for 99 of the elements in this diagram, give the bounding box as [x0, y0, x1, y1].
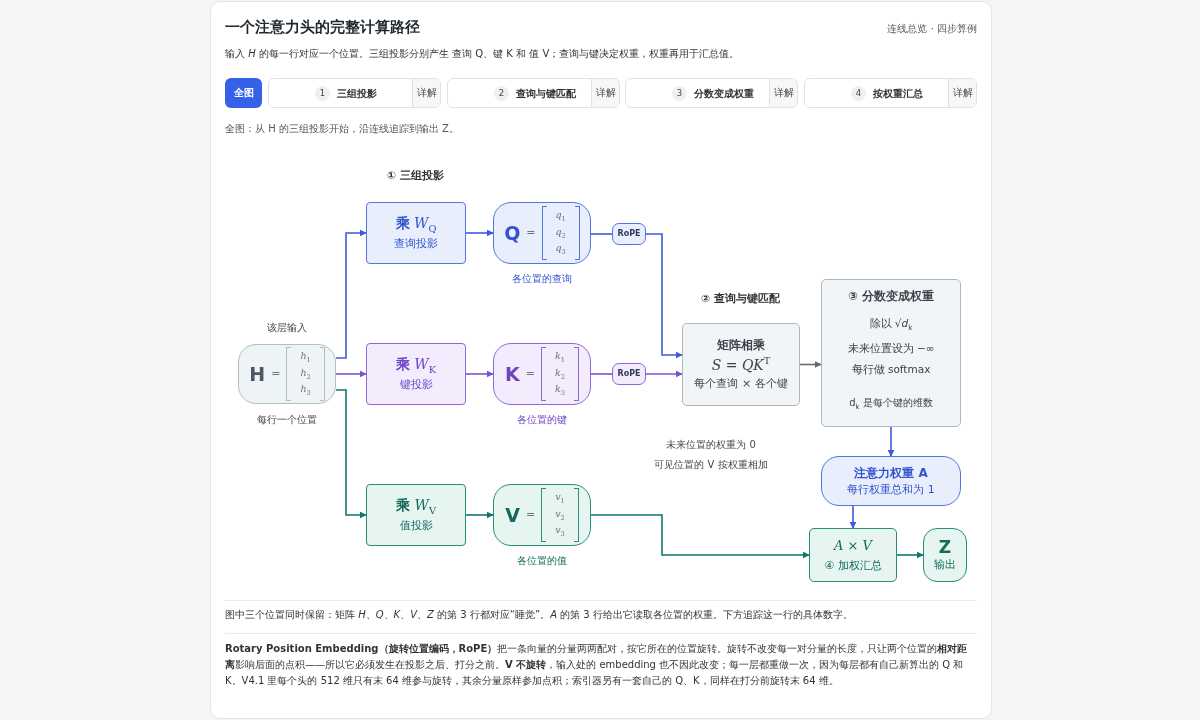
arrow [887, 426, 895, 457]
input-matrix-box [238, 344, 336, 404]
arrow [645, 233, 683, 359]
matrix-entry: v$_{3}$ [555, 523, 565, 540]
matrix-entry: h$_{1}$ [300, 349, 311, 366]
matrix-symbol: V [505, 502, 520, 528]
rope-label: RoPE [617, 228, 641, 240]
node-title: ③ 分数变成权重 [848, 288, 934, 305]
step-number: 3 [672, 86, 687, 101]
equals-sign: = [271, 365, 281, 382]
arrow [465, 511, 494, 519]
weighted-sum-box [809, 528, 897, 582]
matrix-multiply-label: 乘 W$_{K}$ [395, 355, 437, 377]
arrow [335, 229, 367, 359]
header-note: 连线总览 · 四步算例 [887, 22, 977, 36]
matrix-multiply-label: 乘 W$_{Q}$ [395, 214, 437, 236]
node-caption: 各位置的值 [517, 554, 567, 568]
rope-box [612, 363, 646, 385]
node-title: 注意力权重 A [854, 464, 928, 482]
matrix-symbol: Z [938, 536, 952, 557]
overview-button: 全图 [225, 78, 262, 108]
projection-box [366, 484, 466, 546]
section-heading: ② 查询与键匹配 [701, 292, 780, 306]
page-title: 一个注意力头的完整计算路径 [225, 18, 420, 37]
arrow [590, 514, 810, 559]
detail-button: 详解 [769, 79, 797, 107]
detail-button: 详解 [948, 79, 976, 107]
matrix-entry: h$_{3}$ [300, 382, 311, 399]
node-caption: 每个查询 × 各个键 [694, 376, 788, 393]
arrow [799, 361, 822, 368]
formula: S = QK$^{T}$ [711, 354, 771, 376]
projection-box [366, 202, 466, 264]
matrix-symbol: Q [504, 220, 521, 246]
matrix-symbol: H [249, 361, 266, 387]
note-text: 未来位置的权重为 0 [666, 438, 756, 452]
matrix-entry: q$_{2}$ [555, 224, 566, 242]
step-text: 除以 √d$_{k}$ [869, 316, 913, 335]
node-caption: 查询投影 [394, 236, 438, 253]
arrow [645, 370, 683, 378]
step-text: 未来位置设为 −∞ [847, 341, 935, 357]
matrix-entry: k$_{1}$ [554, 349, 565, 366]
matrix-entry: h$_{2}$ [300, 365, 311, 383]
node-title: 矩阵相乘 [717, 337, 765, 355]
matrix-entry: v$_{2}$ [555, 506, 565, 524]
formula: A × V [834, 536, 872, 555]
connector-line [590, 233, 613, 235]
value-matrix-box [493, 484, 591, 546]
step-number: 1 [315, 86, 330, 101]
node-caption: 各位置的键 [517, 413, 567, 427]
tab-label: 分数变成权重 [694, 87, 754, 101]
matrix-symbol: K [505, 361, 520, 387]
node-caption: 每行权重总和为 1 [847, 481, 935, 498]
note-text: 可见位置的 V 按权重相加 [654, 458, 768, 472]
node-caption: ④ 加权汇总 [824, 558, 882, 574]
node-caption: 键投影 [399, 377, 433, 394]
arrow [896, 551, 924, 559]
note-text: d$_{k}$ 是每个键的维数 [849, 396, 933, 414]
matrix-entry: q$_{1}$ [555, 208, 566, 225]
connector-line [590, 373, 613, 375]
explanation-paragraph: Rotary Position Embedding（旋转位置编码，RoPE）把一条向量的分量两两配对，按它所在的位置旋转。旋转不改变每一对分量的长度，只让两个位置的相对距离影响后面的点积——所以它必须发生在投影之后、打分之前。V 不旋转，输入处的 embedding 也不因此改变；每一层都重做一次，因为每层都有自己新算出的 Q 和 K。V4.1 里每个头的 512 维只有末 64 维参与旋转，其余分量原样参加点积；索引器另有一套自己的 Q、K，同样在打分前旋转末 64 维。 [225, 642, 969, 688]
rope-label: RoPE [617, 368, 641, 380]
arrow [335, 370, 367, 378]
attention-weights-box [821, 456, 961, 506]
equals-sign: = [525, 365, 535, 382]
projection-box [366, 343, 466, 405]
arrow [335, 389, 367, 519]
step-number: 4 [851, 86, 866, 101]
footnote-paragraph: 图中三个位置同时保留：矩阵 H、Q、K、V、Z 的第 3 行都对应“睡觉”。A 的第 3 行给出它读取各位置的权重。下方追踪这一行的具体数字。 [225, 608, 853, 622]
output-box [923, 528, 967, 582]
equals-sign: = [526, 224, 536, 241]
matrix-entry: v$_{1}$ [555, 490, 565, 507]
node-caption: 各位置的查询 [512, 272, 572, 286]
arrow [849, 505, 857, 529]
rope-box [612, 223, 646, 245]
detail-button: 详解 [412, 79, 440, 107]
node-caption: 输出 [934, 556, 956, 573]
tab-label: 三组投影 [337, 87, 377, 101]
matrix-entry: k$_{3}$ [554, 382, 565, 399]
node-caption: 值投影 [399, 518, 433, 535]
query-matrix-box [493, 202, 591, 264]
node-caption: 该层输入 [267, 321, 307, 335]
arrow [465, 370, 494, 378]
matrix-multiply-label: 乘 W$_{V}$ [396, 496, 436, 518]
arrow [465, 229, 494, 237]
tab-label: 按权重汇总 [873, 87, 923, 101]
step-number: 2 [494, 86, 509, 101]
step-text: 每行做 softmax [851, 362, 931, 378]
matmul-box [682, 323, 800, 406]
detail-button: 详解 [591, 79, 619, 107]
matrix-entry: k$_{2}$ [554, 365, 565, 383]
key-matrix-box [493, 343, 591, 405]
matrix-entry: q$_{3}$ [555, 241, 566, 258]
equals-sign: = [525, 506, 536, 523]
node-caption: 每行一个位置 [257, 413, 317, 427]
subtitle: 输入 H 的每一行对应一个位置。三组投影分别产生 查询 Q、键 K 和 值 V；查询与键决定权重，权重再用于汇总值。 [225, 47, 740, 61]
tab-label: 查询与键匹配 [516, 87, 576, 101]
hint-text: 全图：从 H 的三组投影开始，沿连线追踪到输出 Z。 [225, 122, 459, 136]
softmax-box [821, 279, 961, 427]
section-heading: ① 三组投影 [387, 169, 444, 183]
